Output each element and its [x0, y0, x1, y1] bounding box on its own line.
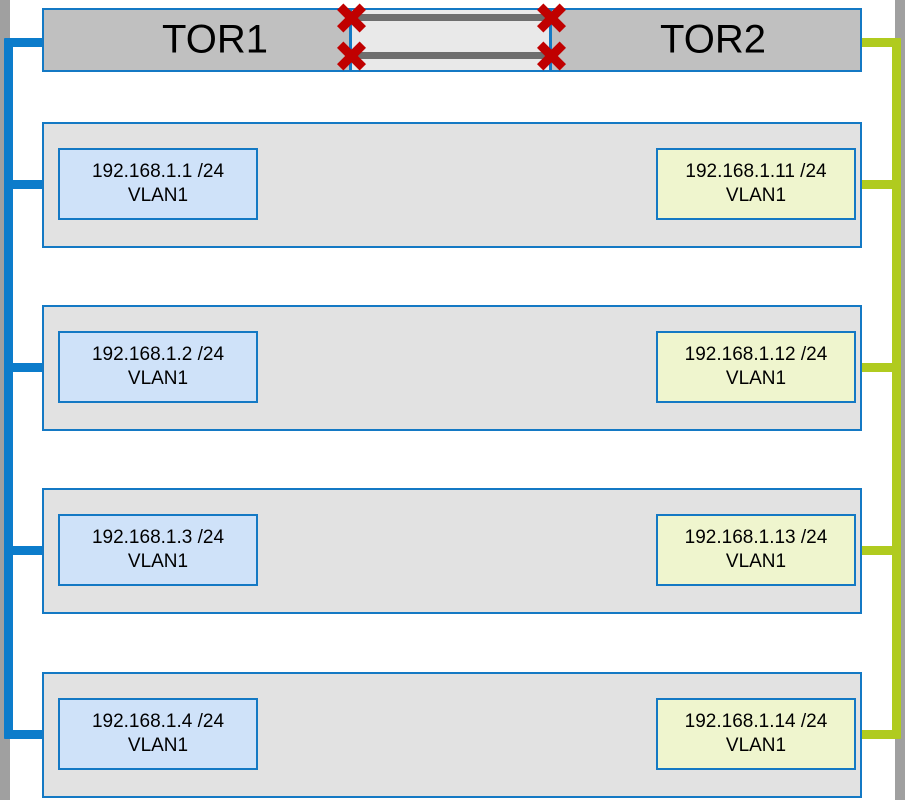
tor2-uplink-port: [549, 8, 552, 72]
nic-vlan-label: VLAN1: [127, 551, 189, 572]
server-row: 192.168.1.2 /24 VLAN1 192.168.1.12 /24 V…: [42, 305, 862, 431]
nic-vlan-label: VLAN1: [127, 368, 189, 389]
nic-right: 192.168.1.12 /24 VLAN1: [656, 331, 856, 403]
right-stub-row-2: [858, 363, 901, 372]
left-stub-tor1: [4, 38, 46, 47]
right-stub-row-1: [858, 180, 901, 189]
nic-vlan-label: VLAN1: [725, 735, 787, 756]
nic-vlan-label: VLAN1: [725, 368, 787, 389]
left-stub-row-3: [4, 546, 46, 555]
nic-vlan-label: VLAN1: [725, 551, 787, 572]
left-stub-row-2: [4, 363, 46, 372]
right-stub-tor2: [858, 38, 901, 47]
nic-right: 192.168.1.11 /24 VLAN1: [656, 148, 856, 220]
right-stub-row-3: [858, 546, 901, 555]
server-row: 192.168.1.3 /24 VLAN1 192.168.1.13 /24 V…: [42, 488, 862, 614]
nic-ip-label: 192.168.1.13 /24: [684, 527, 828, 549]
link-failure-x-icon-bottom-right: [536, 41, 566, 71]
switch-label-tor2: TOR2: [660, 17, 766, 62]
nic-right: 192.168.1.13 /24 VLAN1: [656, 514, 856, 586]
nic-right: 192.168.1.14 /24 VLAN1: [656, 698, 856, 770]
switch-label-tor1: TOR1: [162, 17, 268, 62]
right-trunk-bus: [892, 38, 901, 739]
nic-left: 192.168.1.1 /24 VLAN1: [58, 148, 258, 220]
link-failure-x-icon-top-left: [336, 3, 366, 33]
left-stub-row-4: [4, 730, 46, 739]
server-row: 192.168.1.1 /24 VLAN1 192.168.1.11 /24 V…: [42, 122, 862, 248]
nic-left: 192.168.1.2 /24 VLAN1: [58, 331, 258, 403]
nic-ip-label: 192.168.1.12 /24: [684, 344, 828, 366]
nic-ip-label: 192.168.1.11 /24: [685, 161, 827, 183]
interswitch-link-bottom: [352, 52, 548, 59]
nic-ip-label: 192.168.1.1 /24: [91, 161, 225, 183]
nic-ip-label: 192.168.1.2 /24: [91, 344, 225, 366]
nic-vlan-label: VLAN1: [725, 185, 787, 206]
link-failure-x-icon-top-right: [536, 3, 566, 33]
nic-left: 192.168.1.3 /24 VLAN1: [58, 514, 258, 586]
nic-vlan-label: VLAN1: [127, 185, 189, 206]
left-trunk-bus: [4, 38, 13, 739]
interswitch-link-top: [352, 14, 548, 21]
server-row: 192.168.1.4 /24 VLAN1 192.168.1.14 /24 V…: [42, 672, 862, 798]
right-stub-row-4: [858, 730, 901, 739]
tor1-uplink-port: [349, 8, 352, 72]
nic-ip-label: 192.168.1.14 /24: [684, 711, 828, 733]
nic-ip-label: 192.168.1.3 /24: [91, 527, 225, 549]
link-failure-x-icon-bottom-left: [336, 41, 366, 71]
nic-ip-label: 192.168.1.4 /24: [91, 711, 225, 733]
left-stub-row-1: [4, 180, 46, 189]
nic-vlan-label: VLAN1: [127, 735, 189, 756]
nic-left: 192.168.1.4 /24 VLAN1: [58, 698, 258, 770]
